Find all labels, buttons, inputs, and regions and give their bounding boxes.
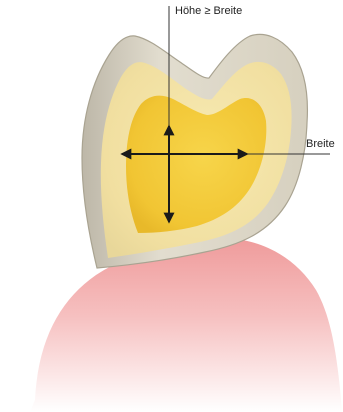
width-label: Breite [306,138,335,150]
gum-shape [30,238,342,412]
height-label: Höhe ≥ Breite [175,5,242,17]
